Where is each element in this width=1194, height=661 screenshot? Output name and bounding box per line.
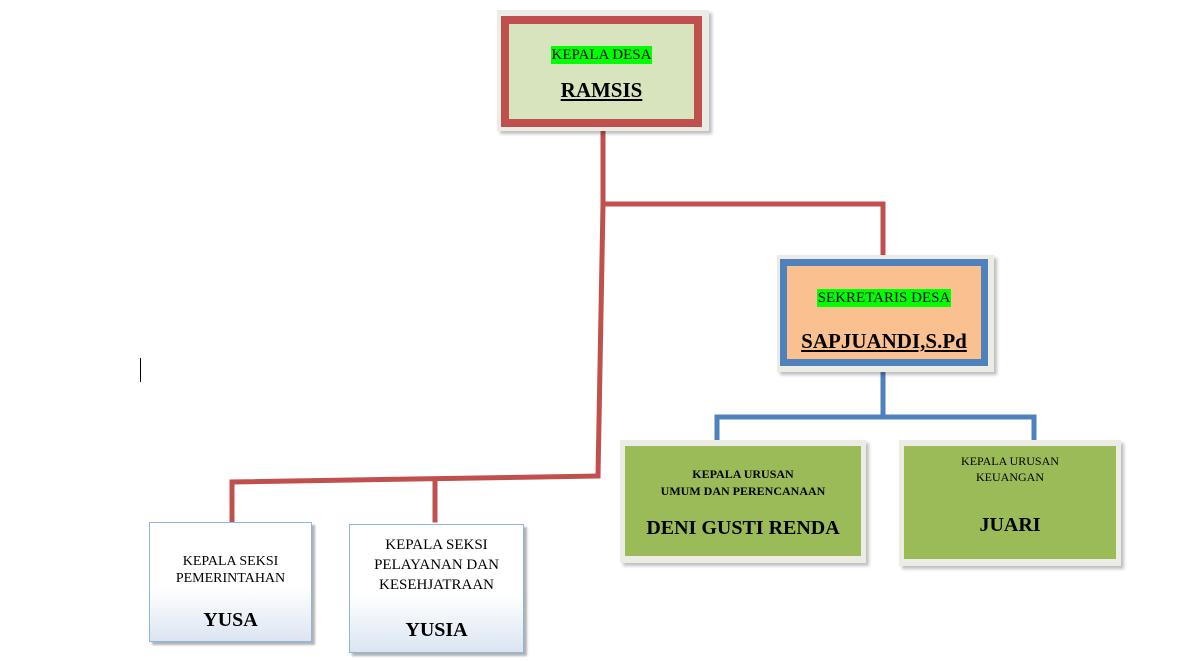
connector-to-kaur: [714, 414, 1037, 441]
role-kasi-pemerintahan-line1: KEPALA SEKSI: [182, 554, 279, 569]
role-kasi-pelayanan-line1: KEPALA SEKSI: [385, 537, 488, 553]
role-kasi-pemerintahan-line2: PEMERINTAHAN: [175, 571, 286, 586]
box-kasi-pemerintahan: KEPALA SEKSI PEMERINTAHAN YUSA: [149, 522, 312, 642]
role-kaur-keuangan-line1: KEPALA URUSAN: [961, 454, 1059, 468]
role-kasi-pelayanan-line3: KESEHJATRAAN: [378, 577, 494, 593]
connector-head-trunk: [595, 128, 606, 479]
name-kaur-keuangan: JUARI: [979, 514, 1041, 536]
role-kepala-desa: KEPALA DESA: [550, 46, 653, 64]
name-kaur-umum: DENI GUSTI RENDA: [646, 517, 840, 539]
name-kasi-pemerintahan: YUSA: [203, 609, 258, 631]
box-kaur-umum: KEPALA URUSAN UMUM DAN PERENCANAAN DENI …: [620, 440, 866, 563]
box-kasi-pelayanan: KEPALA SEKSI PELAYANAN DAN KESEHJATRAAN …: [349, 524, 524, 653]
role-kaur-umum-line1: KEPALA URUSAN: [692, 467, 794, 481]
name-kasi-pelayanan: YUSIA: [405, 619, 468, 641]
role-kaur-umum-line2: UMUM DAN PERENCANAAN: [660, 484, 826, 498]
connector-head-to-secretary: [600, 201, 886, 256]
role-sekretaris-desa: SEKRETARIS DESA: [816, 289, 952, 307]
box-kepala-desa: KEPALA DESA RAMSIS: [497, 10, 709, 131]
name-kepala-desa: RAMSIS: [560, 78, 643, 102]
box-sekretaris-desa: SEKRETARIS DESA SAPJUANDI,S.Pd: [777, 255, 994, 372]
name-sekretaris-desa: SAPJUANDI,S.Pd: [801, 329, 967, 353]
role-kasi-pelayanan-line2: PELAYANAN DAN: [374, 557, 499, 573]
text-cursor: [140, 358, 141, 382]
role-kaur-keuangan-line2: KEUANGAN: [976, 470, 1044, 484]
box-kaur-keuangan: KEPALA URUSAN KEUANGAN JUARI: [899, 440, 1121, 566]
connector-trunk-to-kasi: [229, 473, 601, 523]
